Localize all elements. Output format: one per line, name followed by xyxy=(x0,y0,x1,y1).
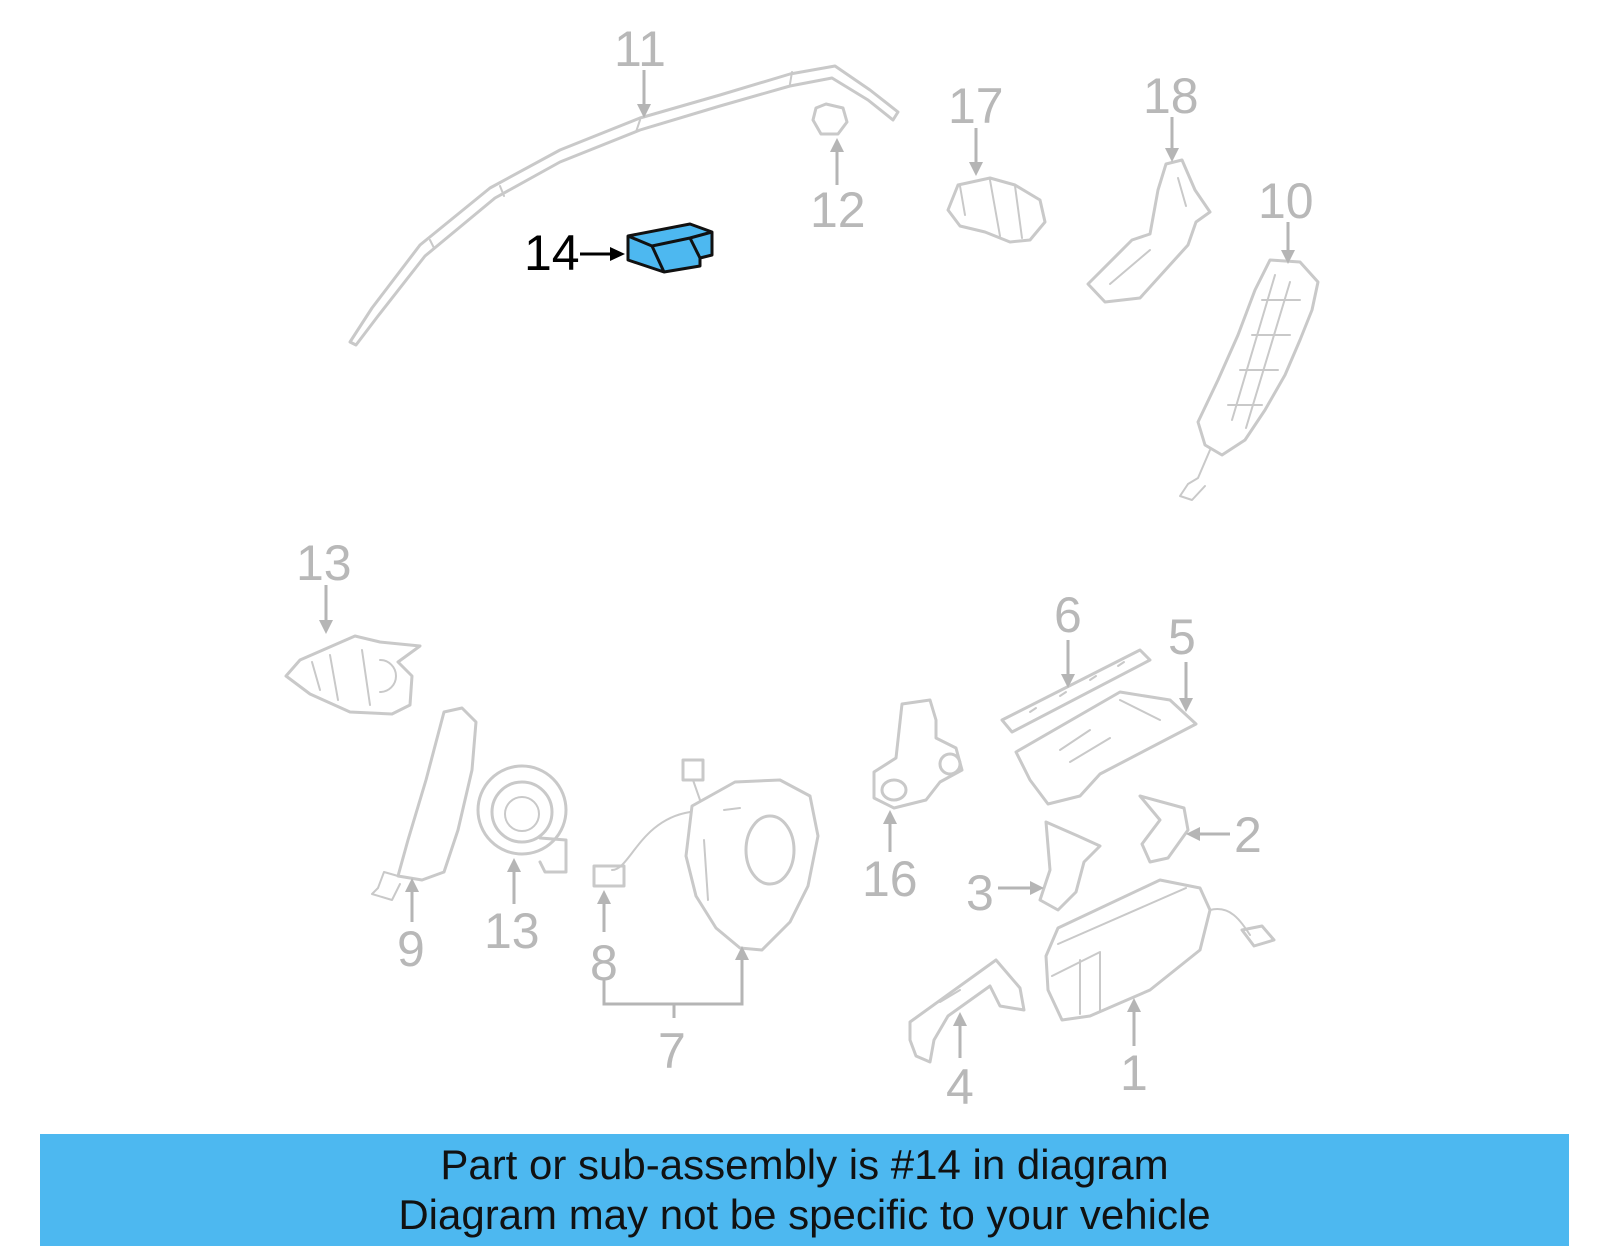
svg-text:4: 4 xyxy=(946,1059,974,1115)
callout-12: 12 xyxy=(810,138,866,238)
part-11-curtain-airbag[interactable] xyxy=(348,64,900,347)
svg-text:17: 17 xyxy=(948,78,1004,134)
part-9-airbag[interactable] xyxy=(371,706,478,901)
callout-14[interactable]: 14 xyxy=(524,225,625,281)
svg-text:6: 6 xyxy=(1054,587,1082,643)
callout-10: 10 xyxy=(1258,173,1314,264)
callout-13: 13 xyxy=(484,858,540,959)
callout-8: 8 xyxy=(590,890,618,991)
part-7-steering-airbag[interactable] xyxy=(592,758,820,952)
part-17-sensor[interactable] xyxy=(946,176,1047,244)
banner-line-part: Part or sub-assembly is #14 in diagram xyxy=(440,1141,1169,1188)
svg-text:13: 13 xyxy=(484,903,540,959)
part-5-passenger-airbag[interactable] xyxy=(1014,690,1198,806)
part-3-bracket[interactable] xyxy=(1038,820,1102,912)
callout-17: 17 xyxy=(948,78,1004,176)
part-13-clock-spring[interactable] xyxy=(476,764,568,874)
svg-text:11: 11 xyxy=(614,21,666,77)
svg-text:12: 12 xyxy=(810,182,866,238)
svg-text:16: 16 xyxy=(862,851,918,907)
part-14-highlighted-module[interactable] xyxy=(626,222,714,274)
callout-16: 16 xyxy=(862,810,918,907)
part-12-nut[interactable] xyxy=(811,102,849,136)
part-1-airbag-module[interactable] xyxy=(1044,878,1276,1022)
callout-2: 2 xyxy=(1186,807,1262,863)
callout-4: 4 xyxy=(946,1012,974,1115)
svg-text:10: 10 xyxy=(1258,173,1314,229)
svg-text:14: 14 xyxy=(524,225,580,281)
svg-text:1: 1 xyxy=(1120,1045,1148,1101)
banner-line-disclaimer: Diagram may not be specific to your vehi… xyxy=(398,1191,1211,1238)
parts-diagram: 11 12 14 17 18 xyxy=(284,21,1320,1115)
part-10-side-airbag[interactable] xyxy=(1179,258,1320,501)
part-2-bracket[interactable] xyxy=(1138,794,1190,864)
callout-1: 1 xyxy=(1120,998,1148,1101)
callout-6: 6 xyxy=(1054,587,1082,688)
svg-text:13: 13 xyxy=(296,535,352,591)
svg-text:9: 9 xyxy=(397,921,425,977)
svg-text:7: 7 xyxy=(658,1023,686,1079)
callout-3: 3 xyxy=(966,865,1044,921)
part-16-sensor[interactable] xyxy=(872,698,964,810)
svg-text:3: 3 xyxy=(966,865,994,921)
info-banner: Part or sub-assembly is #14 in diagram D… xyxy=(40,1134,1569,1246)
part-18-bracket[interactable] xyxy=(1086,158,1212,304)
callout-9: 9 xyxy=(397,878,425,977)
callout-5: 5 xyxy=(1168,609,1196,712)
callout-15: 13 xyxy=(296,535,352,634)
svg-text:5: 5 xyxy=(1168,609,1196,665)
callout-11: 11 xyxy=(614,21,666,118)
callout-18: 18 xyxy=(1143,68,1199,162)
svg-text:18: 18 xyxy=(1143,68,1199,124)
part-4-bracket[interactable] xyxy=(908,958,1026,1064)
part-6-strip[interactable] xyxy=(1000,648,1152,734)
part-15-assembly[interactable] xyxy=(284,634,422,716)
svg-text:2: 2 xyxy=(1234,807,1262,863)
callout-7: 7 xyxy=(602,946,749,1079)
